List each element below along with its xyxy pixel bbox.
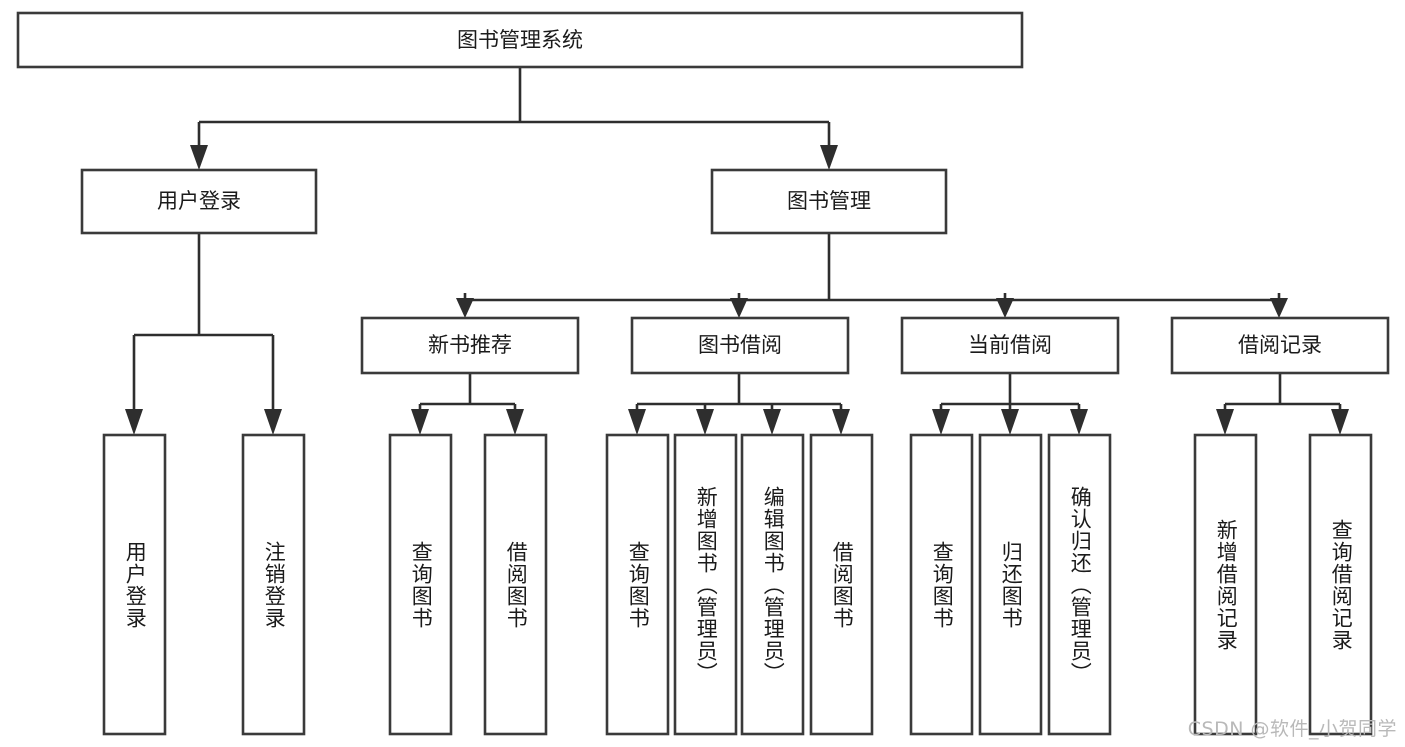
node-label-current-borrow: 当前借阅 — [968, 333, 1052, 357]
arrow-head-leaf-bb-2 — [763, 409, 781, 435]
arrow-head-leaf-user-login-1 — [264, 409, 282, 435]
node-label-borrow-record: 借阅记录 — [1238, 333, 1322, 357]
leaf-box-book-borrow-2[interactable] — [740, 433, 805, 736]
leaf-box-book-borrow-0[interactable] — [605, 433, 670, 736]
arrow-head-leaf-cb-0 — [932, 409, 950, 435]
node-box-user-login[interactable] — [80, 168, 318, 235]
node-box-borrow-record[interactable] — [1170, 316, 1390, 375]
connector-group-root — [190, 67, 838, 170]
node-box-new-book-rec[interactable] — [360, 316, 580, 375]
arrow-head-leaf-bb-1 — [696, 409, 714, 435]
leaf-box-current-borrow-1[interactable] — [978, 433, 1043, 736]
connector-group-user-login — [125, 233, 282, 435]
arrow-head-leaf-bb-0 — [628, 409, 646, 435]
arrow-head-leaf-cb-1 — [1001, 409, 1019, 435]
arrow-head-leaf-bb-3 — [832, 409, 850, 435]
arrow-head-leaf-cb-2 — [1070, 409, 1088, 435]
arrow-head-leaf-nbr-0 — [411, 409, 429, 435]
arrow-head-leaf-user-login-0 — [125, 409, 143, 435]
node-label-book-manage: 图书管理 — [787, 189, 871, 213]
connector-group-current-borrow — [932, 373, 1088, 435]
leaf-box-borrow-record-1[interactable] — [1308, 433, 1373, 736]
arrow-head-current-borrow — [996, 298, 1014, 318]
connector-group-new-book-rec — [411, 373, 524, 435]
leaf-box-user-login-1[interactable] — [241, 433, 306, 736]
node-box-book-manage[interactable] — [710, 168, 948, 235]
leaf-box-new-book-rec-1[interactable] — [483, 433, 548, 736]
leaf-box-book-borrow-1[interactable] — [673, 433, 738, 736]
node-label-root: 图书管理系统 — [457, 28, 583, 52]
connector-group-borrow-record — [1216, 373, 1349, 435]
connector-group-book-manage — [456, 233, 1288, 318]
leaf-box-current-borrow-0[interactable] — [909, 433, 974, 736]
arrow-head-leaf-nbr-1 — [506, 409, 524, 435]
arrow-head-book-manage — [820, 145, 838, 170]
node-box-current-borrow[interactable] — [900, 316, 1120, 375]
node-label-user-login: 用户登录 — [157, 189, 241, 213]
node-box-root[interactable] — [16, 11, 1024, 69]
arrow-head-borrow-record — [1270, 298, 1288, 318]
node-label-new-book-rec: 新书推荐 — [428, 333, 512, 357]
leaf-box-borrow-record-0[interactable] — [1193, 433, 1258, 736]
arrow-head-book-borrow — [730, 298, 748, 318]
arrow-head-user-login — [190, 145, 208, 170]
leaf-box-current-borrow-2[interactable] — [1047, 433, 1112, 736]
leaf-box-book-borrow-3[interactable] — [809, 433, 874, 736]
arrow-head-new-book-rec — [456, 298, 474, 318]
arrow-head-leaf-br-1 — [1331, 409, 1349, 435]
watermark-text: CSDN @软件_小贺同学 — [1187, 718, 1397, 740]
leaf-box-new-book-rec-0[interactable] — [388, 433, 453, 736]
node-box-book-borrow[interactable] — [630, 316, 850, 375]
node-label-book-borrow: 图书借阅 — [698, 333, 782, 357]
arrow-head-leaf-br-0 — [1216, 409, 1234, 435]
connector-group-book-borrow — [628, 373, 850, 435]
leaf-box-user-login-0[interactable] — [102, 433, 167, 736]
